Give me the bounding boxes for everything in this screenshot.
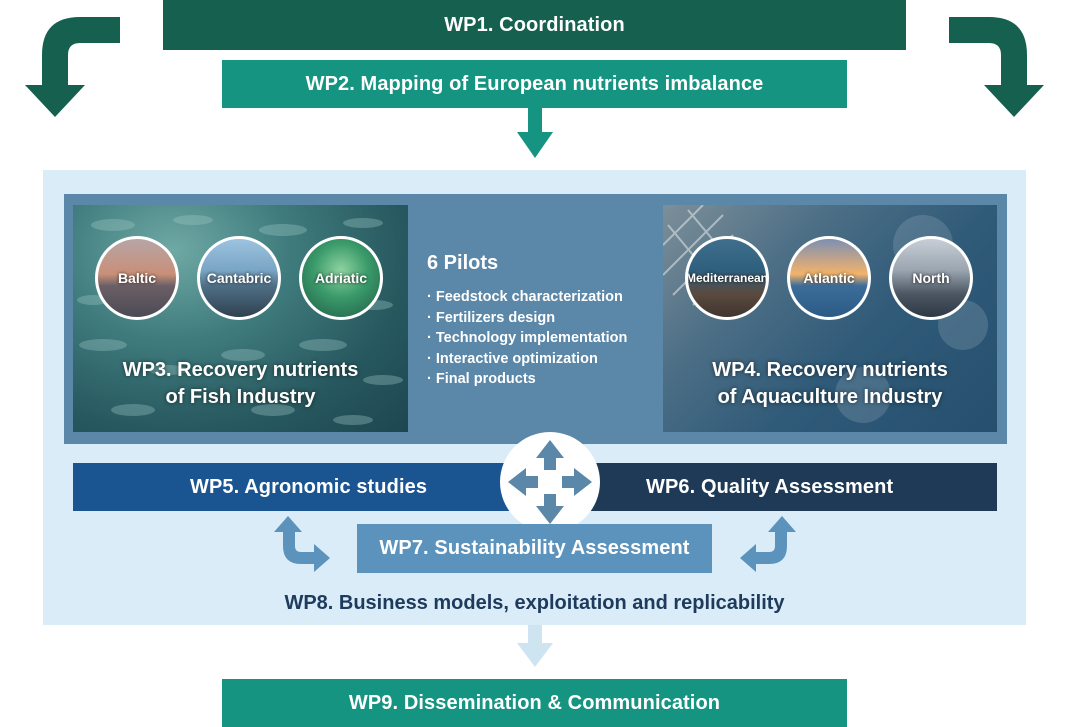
wp1-label: WP1. Coordination: [444, 13, 625, 36]
site-circle-baltic: Baltic: [95, 236, 179, 320]
site-circle-north: North: [889, 236, 973, 320]
wp4-title-line1: WP4. Recovery nutrients: [712, 359, 948, 381]
site-circle-adriatic: Adriatic: [299, 236, 383, 320]
site-label: Cantabric: [206, 270, 272, 286]
site-circle-mediterranean: Mediterranean: [685, 236, 769, 320]
wp4-title-line2: of Aquaculture Industry: [717, 386, 943, 408]
wp4-title: WP4. Recovery nutrients of Aquaculture I…: [663, 357, 997, 411]
right-curved-arrow-icon: [949, 17, 1044, 117]
site-label: Baltic: [117, 270, 157, 286]
wp5-label: WP5. Agronomic studies: [190, 475, 428, 498]
pilot-steps-list: · Feedstock characterization · Fertilize…: [427, 287, 627, 390]
fish-pattern: [77, 215, 403, 425]
pilot-step: · Final products: [427, 371, 536, 388]
pilots-title: 6 Pilots: [427, 252, 499, 274]
site-circle-cantabric: Cantabric: [197, 236, 281, 320]
wp9-dissemination-bar: WP9. Dissemination & Communication: [222, 679, 847, 727]
wp9-label: WP9. Dissemination & Communication: [348, 691, 721, 714]
wp3-title: WP3. Recovery nutrients of Fish Industry: [73, 357, 408, 411]
pilot-step: · Technology implementation: [427, 330, 628, 347]
wp7-sustainability-bar: WP7. Sustainability Assessment: [357, 524, 712, 573]
right-return-arrow-icon: [740, 516, 796, 572]
site-label: Mediterranean: [685, 271, 769, 285]
site-circle-atlantic: Atlantic: [787, 236, 871, 320]
site-label: Atlantic: [803, 270, 855, 286]
pilot-step: · Feedstock characterization: [427, 289, 623, 305]
wp2-label: WP2. Mapping of European nutrients imbal…: [305, 72, 764, 95]
wp6-quality-bar: WP6. Quality Assessment: [570, 463, 997, 511]
wp5-agronomic-bar: WP5. Agronomic studies: [73, 463, 525, 511]
pilot-step: · Fertilizers design: [427, 309, 556, 326]
site-label: Adriatic: [314, 270, 368, 286]
wp1-coordination-bar: WP1. Coordination: [163, 0, 906, 50]
down-arrow-light-icon: [517, 625, 553, 667]
down-arrow-icon: [517, 108, 553, 158]
left-curved-arrow-icon: [25, 17, 120, 117]
wp3-title-line2: of Fish Industry: [165, 386, 316, 408]
pilot-step: · Interactive optimization: [427, 350, 598, 367]
wp6-label: WP6. Quality Assessment: [646, 475, 894, 498]
site-label: North: [912, 270, 950, 286]
left-return-arrow-icon: [274, 516, 330, 572]
wp3-title-line1: WP3. Recovery nutrients: [122, 359, 359, 381]
wp2-mapping-bar: WP2. Mapping of European nutrients imbal…: [222, 60, 847, 108]
wp8-business-models-label: WP8. Business models, exploitation and r…: [284, 591, 785, 614]
wp7-label: WP7. Sustainability Assessment: [379, 537, 690, 559]
four-way-arrows-icon: [500, 432, 600, 532]
